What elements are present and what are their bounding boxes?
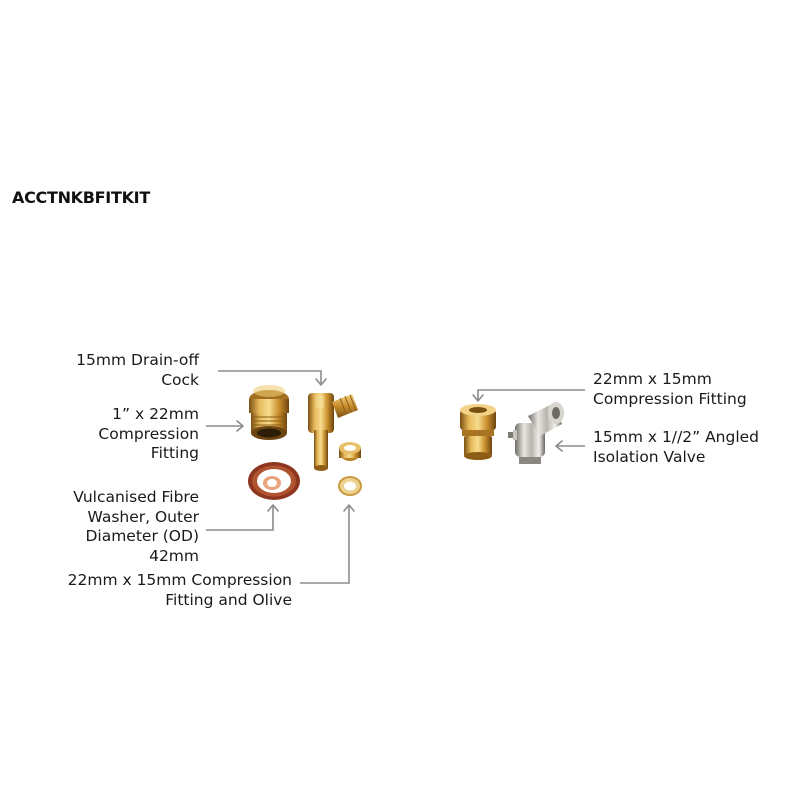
label-compression-fitting-22x15: 22mm x 15mm Compression Fitting	[593, 370, 747, 409]
label-line: 15mm Drain-off	[76, 351, 199, 369]
label-line: Cock	[161, 370, 199, 389]
label-line: Fitting	[150, 444, 199, 462]
leader-compression-fitting-22x15	[472, 389, 585, 402]
label-line: Diameter (OD)	[85, 527, 199, 545]
label-line: 22mm x 15mm Compression	[67, 571, 292, 589]
label-line: Compression	[98, 424, 199, 443]
compression-fitting-22x15-part	[460, 404, 496, 460]
leader-isolation-valve	[555, 440, 585, 452]
leader-fibre-washer	[206, 504, 279, 531]
compression-nut-part	[339, 442, 361, 461]
compression-fitting-1in-part	[249, 385, 289, 440]
label-line: Compression Fitting	[593, 389, 747, 408]
label-line: Fitting and Olive	[165, 590, 292, 609]
label-isolation-valve: 15mm x 1//2” Angled Isolation Valve	[593, 428, 759, 467]
label-line: 1” x 22mm	[112, 405, 199, 423]
label-line: 15mm x 1//2” Angled	[593, 428, 760, 446]
olive-part	[338, 476, 362, 496]
angled-isolation-valve-part	[508, 402, 564, 464]
label-line: 42mm	[149, 546, 199, 565]
label-line: Isolation Valve	[593, 447, 706, 466]
kit-code-title: ACCTNKBFITKIT	[12, 188, 150, 207]
label-compression-fitting-1in: 1” x 22mm Compression Fitting	[98, 405, 199, 464]
label-line: Washer, Outer	[87, 507, 199, 526]
leader-drain-off-cock	[218, 370, 327, 386]
label-fibre-washer: Vulcanised Fibre Washer, Outer Diameter …	[73, 488, 199, 566]
label-drain-off-cock: 15mm Drain-off Cock	[76, 351, 199, 390]
leader-compression-fitting-1in	[206, 420, 244, 432]
drain-off-cock-part	[308, 393, 358, 471]
label-fitting-and-olive: 22mm x 15mm Compression Fitting and Oliv…	[68, 571, 292, 610]
fibre-washer-part	[248, 462, 300, 500]
label-line: Vulcanised Fibre	[73, 488, 199, 506]
leader-fitting-and-olive	[300, 504, 355, 584]
label-line: 22mm x 15mm	[593, 370, 712, 388]
